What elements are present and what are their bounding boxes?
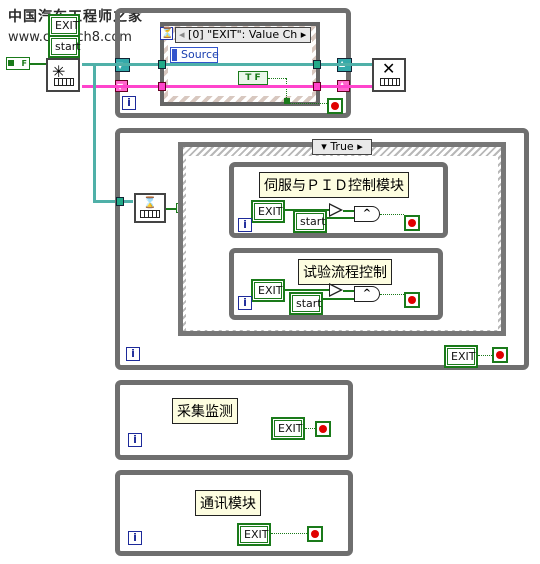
module1-start-label: start (296, 213, 326, 230)
module2-and-gate[interactable]: ^ (354, 286, 380, 302)
module1-while-loop[interactable] (229, 162, 448, 238)
start-control-top[interactable]: start (48, 35, 81, 58)
release-queue-symbol-icon (380, 78, 400, 86)
exit-control-top[interactable]: EXIT (48, 14, 80, 37)
queue-wire-top (82, 63, 372, 66)
event-data-node[interactable]: Source (170, 47, 219, 63)
module2-wire-b (323, 298, 355, 300)
case-right-arrow-icon[interactable]: ▸ (357, 140, 363, 153)
start-control-top-label: start (51, 38, 81, 55)
consumer-while-loop[interactable] (115, 128, 529, 370)
event-tunnel (284, 98, 290, 104)
module2-wire-c (343, 290, 355, 292)
module2-wire-a (285, 289, 329, 291)
module2-iteration-terminal: i (238, 296, 252, 310)
module1-title: 伺服与ＰＩＤ控制模块 (259, 172, 409, 198)
acquisition-iteration-terminal: i (128, 433, 142, 447)
stop-wire-top (290, 103, 327, 104)
acquisition-stop-wire (305, 428, 315, 429)
event-source-label: Source (181, 48, 219, 61)
communication-title: 通讯模块 (195, 490, 261, 516)
exit-control-top-label: EXIT (51, 17, 79, 34)
queue-symbol-icon (54, 78, 74, 86)
acquisition-while-loop[interactable] (115, 380, 353, 460)
module2-start-control[interactable]: start (289, 292, 323, 315)
communication-iteration-terminal: i (128, 531, 142, 545)
release-queue-icon: ✕ (382, 59, 396, 78)
communication-exit-control[interactable]: EXIT (237, 523, 271, 546)
top-loop-iteration-terminal: i (122, 96, 136, 110)
case-selector-label: True (330, 140, 354, 153)
module2-stop-terminal[interactable] (404, 292, 420, 308)
communication-stop-wire (271, 533, 307, 534)
case-left-arrow-icon[interactable]: ▾ (321, 140, 327, 153)
module2-exit-control[interactable]: EXIT (251, 279, 285, 302)
tunnel-teal-out (313, 60, 321, 69)
module1-iteration-terminal: i (238, 218, 252, 232)
module1-exit-label: EXIT (254, 203, 282, 220)
obtain-queue-node[interactable]: ✳ (46, 58, 80, 92)
queue-wire-down (93, 63, 96, 203)
consumer-stop-wire (478, 355, 492, 356)
communication-exit-label: EXIT (240, 526, 268, 543)
module2-while-loop[interactable] (229, 248, 443, 320)
selector-right-arrow-icon[interactable]: ▸ (300, 28, 307, 41)
consumer-exit-label: EXIT (447, 348, 475, 365)
module1-not-gate-fill (330, 205, 340, 215)
tunnel-teal-in (158, 60, 166, 69)
communication-stop-terminal[interactable] (307, 526, 323, 542)
tunnel-pink-in (158, 82, 166, 91)
consumer-exit-control[interactable]: EXIT (444, 345, 478, 368)
module1-start-control[interactable]: start (293, 210, 327, 233)
acquisition-exit-control[interactable]: EXIT (271, 417, 305, 440)
module2-start-label: start (292, 295, 322, 312)
true-constant[interactable]: T F (238, 71, 268, 85)
module2-stop-wire (380, 294, 404, 295)
module1-exit-control[interactable]: EXIT (251, 200, 285, 223)
dequeue-icon: ⌛ (143, 196, 157, 209)
module1-wire-c (343, 210, 355, 212)
refnum-wire-top (82, 85, 372, 88)
consumer-stop-terminal[interactable] (492, 347, 508, 363)
obtain-queue-icon: ✳ (52, 62, 66, 81)
selector-left-arrow-icon[interactable]: ◂ (179, 28, 185, 41)
module1-stop-terminal[interactable] (404, 215, 420, 231)
module2-exit-label: EXIT (254, 282, 282, 299)
module1-stop-wire (380, 214, 404, 215)
acquisition-title: 采集监测 (172, 398, 238, 424)
module1-and-gate[interactable]: ^ (354, 206, 380, 222)
case-selector[interactable]: ▾ True ▸ (312, 139, 372, 155)
true-wire (268, 78, 286, 79)
module1-wire-b (327, 217, 355, 219)
acquisition-exit-label: EXIT (274, 420, 302, 437)
false-wire (30, 63, 46, 65)
dequeue-symbol-icon (140, 210, 160, 218)
release-queue-node[interactable]: ✕ (372, 58, 406, 92)
consumer-tunnel (116, 197, 124, 206)
module2-title: 试验流程控制 (298, 259, 392, 285)
module1-wire-a (285, 209, 329, 211)
true-wire-v (286, 78, 287, 100)
module2-not-gate-fill (330, 285, 340, 295)
event-case-label: [0] "EXIT": Value Ch (188, 28, 298, 41)
false-constant-marker (8, 60, 14, 66)
dequeue-to-case-wire (166, 208, 178, 210)
shift-register-right-2-arrow: ▲ (339, 80, 345, 89)
acquisition-stop-terminal[interactable] (315, 421, 331, 437)
event-node-handle (172, 49, 177, 61)
dequeue-node[interactable]: ⌛ (134, 193, 166, 223)
communication-while-loop[interactable] (115, 470, 353, 556)
event-timeout-icon[interactable]: ⏳ (160, 27, 174, 40)
consumer-iteration-terminal: i (126, 347, 140, 361)
top-loop-stop-terminal[interactable] (327, 98, 343, 114)
queue-wire-to-dequeue (93, 200, 133, 203)
event-case-selector[interactable]: ◂ [0] "EXIT": Value Ch ▸ (175, 27, 311, 43)
tunnel-pink-out (313, 82, 321, 91)
